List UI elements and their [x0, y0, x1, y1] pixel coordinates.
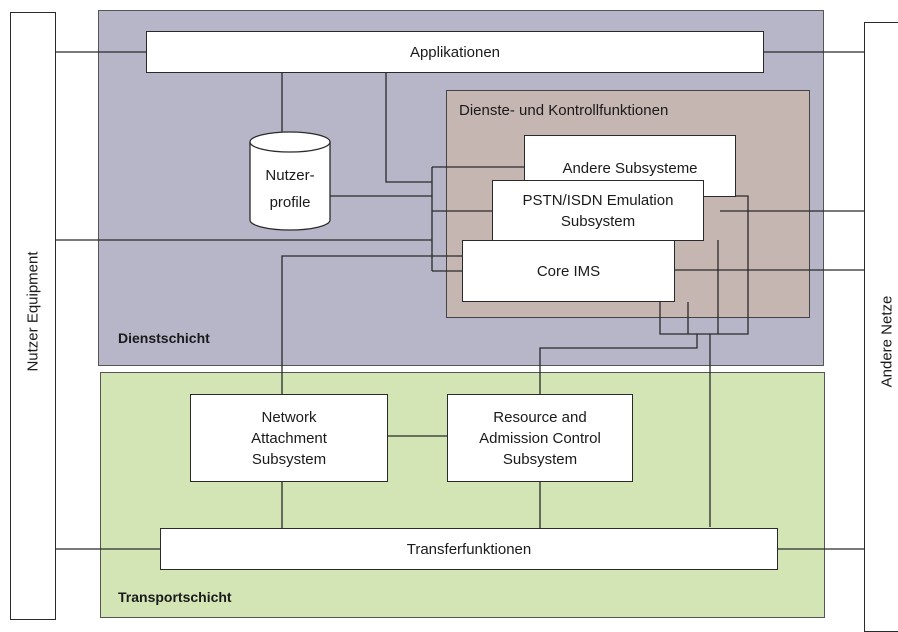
user-profiles-line2: profile: [269, 194, 311, 211]
user-equipment-label: Nutzer Equipment: [24, 251, 42, 372]
resource-admission-control-box: Resource and Admission Control Subsystem: [447, 394, 633, 482]
pstn-isdn-emulation-box: PSTN/ISDN Emulation Subsystem: [492, 180, 704, 241]
core-ims-box: Core IMS: [462, 240, 675, 302]
database-cylinder-icon: [249, 131, 331, 231]
other-subsystems-label: Andere Subsysteme: [562, 160, 698, 177]
user-equipment-bar: [10, 12, 56, 620]
pstn-isdn-line1: PSTN/ISDN Emulation: [522, 191, 674, 209]
racs-line2: Admission Control: [479, 429, 601, 447]
user-profiles-label: Nutzer- profile: [248, 165, 332, 213]
service-layer-label: Dienstschicht: [118, 330, 210, 346]
racs-line1: Resource and: [493, 408, 587, 426]
nass-line2: Attachment: [251, 429, 327, 447]
transport-layer-label: Transportschicht: [118, 589, 232, 605]
pstn-isdn-line2: Subsystem: [560, 212, 636, 230]
nass-line1: Network: [261, 408, 317, 426]
applications-box: Applikationen: [146, 31, 764, 73]
core-ims-label: Core IMS: [536, 263, 601, 280]
user-profiles-line1: Nutzer-: [265, 167, 315, 184]
transfer-functions-box: Transferfunktionen: [160, 528, 778, 570]
racs-line3: Subsystem: [502, 450, 578, 468]
network-attachment-subsystem-box: Network Attachment Subsystem: [190, 394, 388, 482]
other-networks-label: Andere Netze: [878, 295, 896, 388]
control-functions-title: Dienste- und Kontrollfunktionen: [459, 102, 669, 119]
nass-line3: Subsystem: [251, 450, 327, 468]
other-networks-bar: [864, 22, 898, 632]
